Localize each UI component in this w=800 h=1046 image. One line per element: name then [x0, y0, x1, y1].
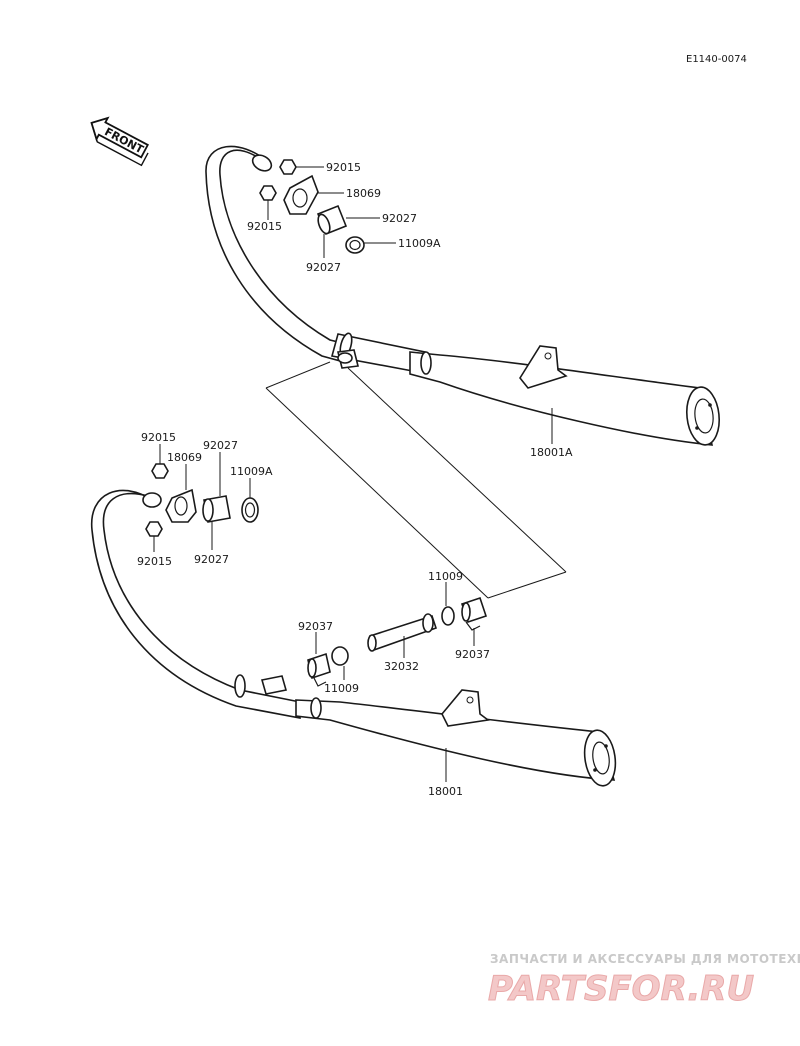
balance-pipe-end [422, 613, 434, 633]
balance-pipe-assembly [307, 596, 488, 687]
label-upper-collar-left: 92027 [306, 261, 341, 274]
label-balance-gasket-left: 11009 [324, 682, 359, 695]
upper-flange [283, 174, 319, 215]
label-lower-nut-bottom: 92015 [137, 555, 172, 568]
lower-flange [165, 488, 197, 523]
upper-header-pipe [205, 145, 352, 363]
upper-exhaust-assembly [205, 145, 720, 446]
label-upper-nut-left: 92015 [247, 220, 282, 233]
watermark-tagline: ЗАПЧАСТИ И АКСЕССУАРЫ ДЛЯ МОТОТЕХНИКИ [490, 952, 800, 966]
label-lower-nut-top: 92015 [141, 431, 176, 444]
lower-nut-top [151, 463, 169, 479]
upper-nut-top [279, 159, 297, 175]
lower-gasket [241, 497, 259, 523]
lower-nut-bottom [145, 521, 163, 537]
upper-leaders [267, 166, 553, 444]
label-lower-collar-bottom: 92027 [194, 553, 229, 566]
label-upper-muffler: 18001A [530, 446, 573, 459]
watermark: ЗАПЧАСТИ И АКСЕССУАРЫ ДЛЯ МОТОТЕХНИКИ PA… [488, 952, 800, 1010]
lower-exhaust-assembly [91, 463, 617, 787]
label-lower-flange: 18069 [167, 451, 202, 464]
lower-leaders [153, 444, 447, 782]
balance-leaders [315, 582, 475, 680]
label-lower-collar-top: 92027 [203, 439, 238, 452]
label-upper-flange: 18069 [346, 187, 381, 200]
front-arrow-icon: FRONT [90, 116, 149, 167]
label-balance-clamp-right: 92037 [455, 648, 490, 661]
label-upper-nut-top: 92015 [326, 161, 361, 174]
watermark-logo: PARTSFOR.RU [488, 969, 754, 1009]
lower-header-pipe [91, 489, 301, 719]
reference-code: E1140-0074 [686, 54, 747, 65]
label-lower-muffler: 18001 [428, 785, 463, 798]
label-lower-gasket: 11009A [230, 465, 273, 478]
lower-muffler [295, 699, 616, 781]
upper-gasket [345, 236, 365, 254]
upper-muffler [409, 351, 714, 446]
label-upper-gasket: 11009A [398, 237, 441, 250]
label-upper-collar-right: 92027 [382, 212, 417, 225]
connection-lines [265, 361, 567, 599]
balance-gasket-left [331, 646, 349, 666]
balance-gasket-right [441, 606, 455, 626]
label-balance-gasket-right: 11009 [428, 570, 463, 583]
label-balance-pipe: 32032 [384, 660, 419, 673]
label-balance-clamp-left: 92037 [298, 620, 333, 633]
upper-nut-left [259, 185, 277, 201]
